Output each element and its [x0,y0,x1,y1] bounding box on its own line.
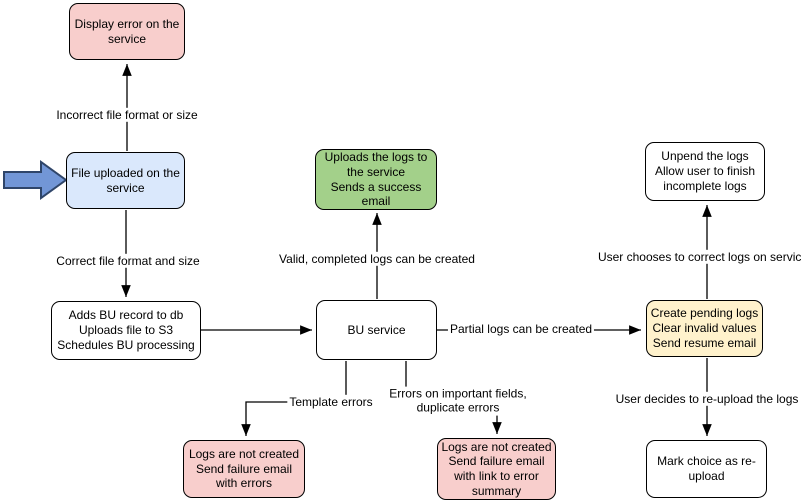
edge-label-correct-file: Correct file format and size [54,253,202,269]
node-logs-not-created-link[interactable]: Logs are not created Send failure email … [437,438,556,500]
node-adds-bu-record-label: Adds BU record to db Uploads file to S3 … [57,308,195,352]
edge-label-user-decides: User decides to re-upload the logs [613,391,801,407]
node-logs-not-created-link-label: Logs are not created Send failure email … [441,439,552,498]
node-create-pending-logs-label: Create pending logs Clear invalid values… [650,306,759,350]
edge-label-user-chooses: User chooses to correct logs on service [595,249,801,265]
node-mark-choice-reupload[interactable]: Mark choice as re- upload [646,440,767,498]
node-file-uploaded-label: File uploaded on the service [71,165,180,195]
node-unpend-logs[interactable]: Unpend the logs Allow user to finish inc… [645,142,765,201]
node-mark-choice-reupload-label: Mark choice as re- upload [657,454,756,483]
input-arrow-icon [3,160,68,200]
node-logs-not-created-errors-label: Logs are not created Send failure email … [188,446,300,491]
node-display-error[interactable]: Display error on the service [69,3,185,60]
edge-label-errors-important: Errors on important fields, duplicate er… [387,386,529,416]
edge-label-template-errors: Template errors [287,394,375,410]
node-file-uploaded[interactable]: File uploaded on the service [66,152,185,209]
node-display-error-label: Display error on the service [74,16,180,46]
node-unpend-logs-label: Unpend the logs Allow user to finish inc… [654,149,756,193]
edge-label-incorrect-file: Incorrect file format or size [54,107,200,123]
node-bu-service-label: BU service [347,322,406,337]
edge-label-partial-logs: Partial logs can be created [447,321,595,337]
edge-label-valid-completed: Valid, completed logs can be created [277,251,477,267]
node-logs-not-created-errors[interactable]: Logs are not created Send failure email … [183,440,305,498]
node-uploads-logs-label: Uploads the logs to the service Sends a … [324,150,428,209]
node-bu-service[interactable]: BU service [316,300,437,360]
node-uploads-logs[interactable]: Uploads the logs to the service Sends a … [315,149,437,210]
node-create-pending-logs[interactable]: Create pending logs Clear invalid values… [646,300,763,357]
node-adds-bu-record[interactable]: Adds BU record to db Uploads file to S3 … [51,301,201,360]
